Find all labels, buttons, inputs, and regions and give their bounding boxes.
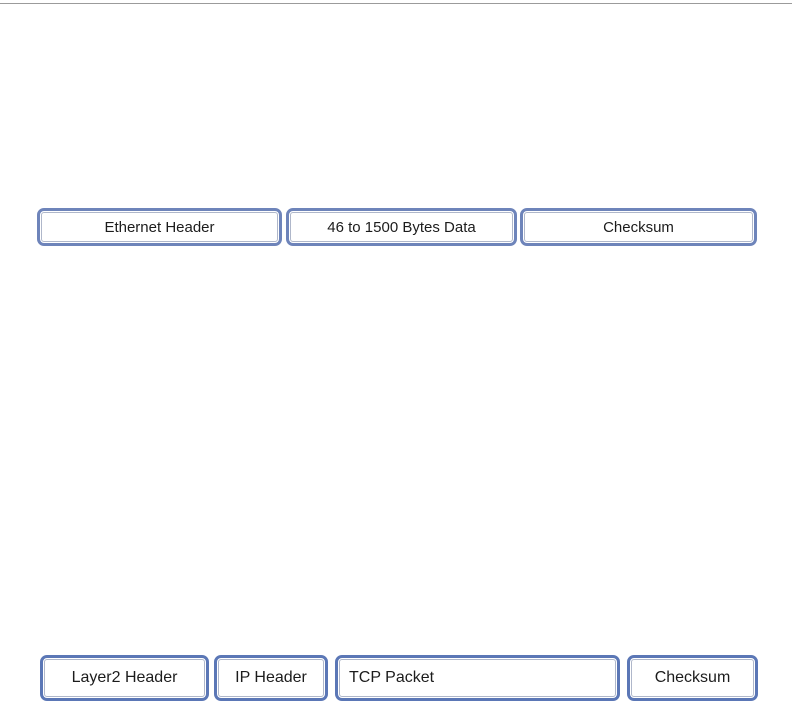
box-label: Checksum <box>603 218 674 236</box>
box-tcp-packet: TCP Packet <box>335 655 620 701</box>
box-data-payload: 46 to 1500 Bytes Data <box>286 208 517 246</box>
page-top-border <box>0 3 792 4</box>
box-label: TCP Packet <box>349 669 435 686</box>
box-label: Ethernet Header <box>104 218 215 236</box>
box-label: Checksum <box>654 669 731 686</box>
box-label: IP Header <box>235 669 307 686</box>
box-ethernet-header: Ethernet Header <box>37 208 282 246</box>
box-layer2-header: Layer2 Header <box>40 655 209 701</box>
box-label: Layer2 Header <box>71 669 178 686</box>
box-ip-header: IP Header <box>214 655 328 701</box>
box-packet-checksum: Checksum <box>627 655 758 701</box>
box-label: 46 to 1500 Bytes Data <box>327 218 476 236</box>
box-frame-checksum: Checksum <box>520 208 757 246</box>
